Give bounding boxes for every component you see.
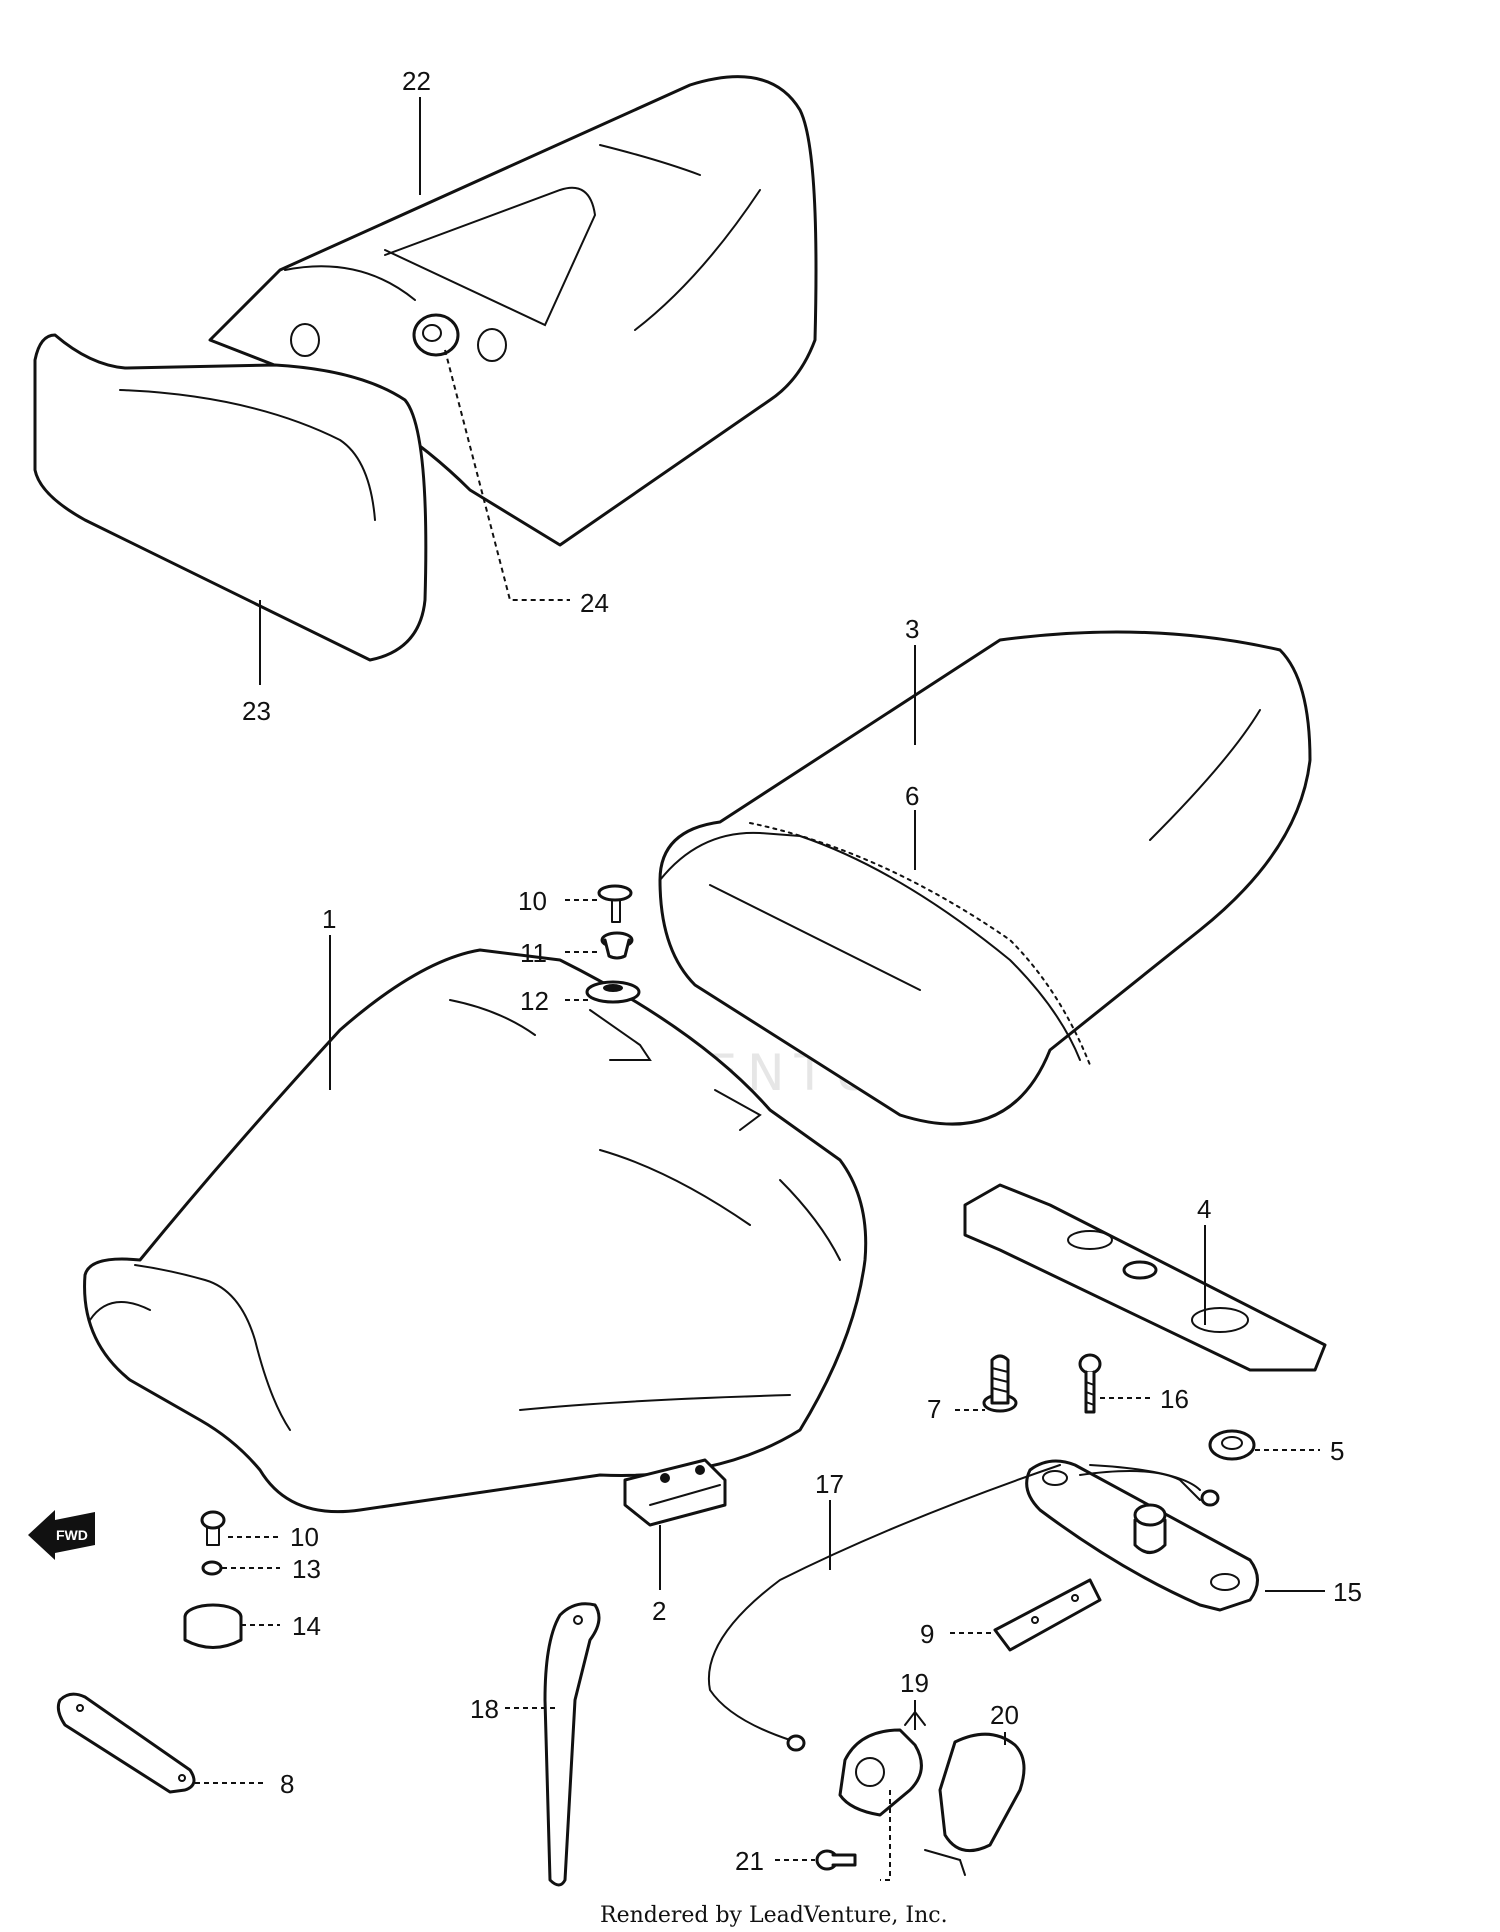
callout-19: 19 bbox=[900, 1668, 929, 1698]
part-10-screw-lower bbox=[200, 1510, 226, 1546]
callout-labels: 22 23 24 3 6 10 11 12 1 4 7 16 5 15 17 9… bbox=[242, 66, 1362, 1876]
part-7-bolt bbox=[982, 1354, 1018, 1413]
part-3-rear-seat bbox=[658, 630, 1312, 1126]
callout-6: 6 bbox=[905, 781, 919, 811]
callout-21: 21 bbox=[735, 1846, 764, 1876]
callout-12: 12 bbox=[520, 986, 549, 1016]
callout-11: 11 bbox=[520, 938, 547, 968]
callout-17: 17 bbox=[815, 1469, 844, 1499]
callout-1: 1 bbox=[322, 904, 336, 934]
callout-23: 23 bbox=[242, 696, 271, 726]
part-5-grommet bbox=[1208, 1429, 1256, 1461]
part-23-pad bbox=[33, 333, 428, 662]
callout-24: 24 bbox=[580, 588, 609, 618]
part-15-lock-plate bbox=[1025, 1459, 1259, 1612]
part-2-terminal-block bbox=[623, 1458, 727, 1527]
callout-5: 5 bbox=[1330, 1436, 1344, 1466]
part-16-screw bbox=[1078, 1353, 1102, 1414]
fwd-arrow-icon: FWD bbox=[28, 1510, 95, 1560]
fwd-label: FWD bbox=[56, 1527, 88, 1543]
part-9-plate bbox=[993, 1578, 1102, 1652]
callout-10-lower: 10 bbox=[290, 1522, 319, 1552]
part-19-lock bbox=[838, 1710, 926, 1817]
callout-22: 22 bbox=[402, 66, 431, 96]
callout-10-upper: 10 bbox=[518, 886, 547, 916]
part-1-front-seat bbox=[83, 948, 868, 1514]
part-18-clip bbox=[543, 1602, 601, 1887]
callout-15: 15 bbox=[1333, 1577, 1362, 1607]
part-21-screw bbox=[815, 1849, 857, 1871]
part-8-small-bracket bbox=[56, 1692, 196, 1794]
callout-16: 16 bbox=[1160, 1384, 1189, 1414]
part-20-bracket bbox=[924, 1732, 1026, 1876]
part-12-damper bbox=[585, 980, 641, 1004]
callout-2: 2 bbox=[652, 1596, 666, 1626]
credit-text: Rendered by LeadVenture, Inc. bbox=[600, 1903, 948, 1928]
callout-13: 13 bbox=[292, 1554, 321, 1584]
callout-14: 14 bbox=[292, 1611, 321, 1641]
part-17-cable bbox=[707, 1464, 1220, 1752]
part-4-bracket bbox=[963, 1183, 1327, 1372]
callout-3: 3 bbox=[905, 614, 919, 644]
callout-8: 8 bbox=[280, 1769, 294, 1799]
callout-20: 20 bbox=[990, 1700, 1019, 1730]
part-10-screw-upper bbox=[597, 884, 633, 923]
callout-9: 9 bbox=[920, 1619, 934, 1649]
callout-4: 4 bbox=[1197, 1194, 1211, 1224]
part-14-spacer bbox=[183, 1603, 243, 1649]
part-11-collar bbox=[600, 931, 634, 960]
part-13-nut bbox=[201, 1560, 223, 1576]
callout-18: 18 bbox=[470, 1694, 499, 1724]
part-24-grommet bbox=[412, 313, 460, 357]
callout-7: 7 bbox=[927, 1394, 941, 1424]
leader-lines bbox=[195, 97, 1325, 1881]
